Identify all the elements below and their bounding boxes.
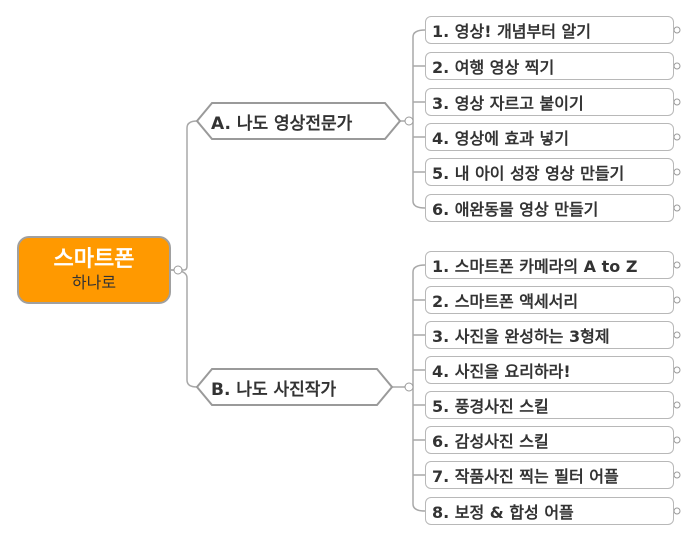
leaf-label: 7. 작품사진 찍는 필터 어플 [432, 467, 619, 486]
leaf-node[interactable]: 4. 사진을 요리하라! [425, 356, 674, 384]
leaf-label: 8. 보정 & 합성 어플 [432, 503, 574, 522]
branch-b-frame [195, 368, 394, 406]
leaf-label: 4. 영상에 효과 넣기 [432, 129, 569, 148]
branch-label: A. 나도 영상전문가 [211, 113, 353, 134]
leaf-label: 3. 사진을 완성하는 3형제 [432, 327, 610, 346]
branch-a-frame [195, 102, 402, 140]
leaf-node[interactable]: 3. 사진을 완성하는 3형제 [425, 321, 674, 349]
root-node[interactable]: 스마트폰 하나로 [17, 236, 171, 304]
leaf-label: 6. 애완동물 영상 만들기 [432, 200, 599, 219]
leaf-node[interactable]: 3. 영상 자르고 붙이기 [425, 88, 674, 116]
root-title: 스마트폰 [53, 247, 135, 272]
branch-node-a[interactable]: A. 나도 영상전문가 [197, 103, 400, 139]
branch-node-b[interactable]: B. 나도 사진작가 [197, 369, 392, 405]
leaf-label: 4. 사진을 요리하라! [432, 362, 571, 381]
leaf-node[interactable]: 8. 보정 & 합성 어플 [425, 497, 674, 525]
leaf-label: 1. 영상! 개념부터 알기 [432, 22, 591, 41]
leaf-node[interactable]: 2. 스마트폰 액세서리 [425, 286, 674, 314]
leaf-node[interactable]: 7. 작품사진 찍는 필터 어플 [425, 461, 674, 489]
branch-label: B. 나도 사진작가 [211, 379, 337, 400]
leaf-node[interactable]: 4. 영상에 효과 넣기 [425, 123, 674, 151]
leaf-label: 1. 스마트폰 카메라의 A to Z [432, 257, 638, 276]
leaf-node[interactable]: 2. 여행 영상 찍기 [425, 52, 674, 80]
leaf-node[interactable]: 5. 풍경사진 스킬 [425, 391, 674, 419]
leaf-label: 3. 영상 자르고 붙이기 [432, 94, 584, 113]
leaf-node[interactable]: 6. 감성사진 스킬 [425, 426, 674, 454]
root-subtitle: 하나로 [71, 273, 117, 292]
leaf-label: 5. 풍경사진 스킬 [432, 397, 549, 416]
leaf-label: 2. 스마트폰 액세서리 [432, 292, 579, 311]
leaf-label: 6. 감성사진 스킬 [432, 432, 549, 451]
leaf-node[interactable]: 1. 스마트폰 카메라의 A to Z [425, 251, 674, 279]
leaf-node[interactable]: 5. 내 아이 성장 영상 만들기 [425, 158, 674, 186]
leaf-label: 5. 내 아이 성장 영상 만들기 [432, 164, 625, 183]
leaf-node[interactable]: 1. 영상! 개념부터 알기 [425, 16, 674, 44]
leaf-node[interactable]: 6. 애완동물 영상 만들기 [425, 194, 674, 222]
leaf-label: 2. 여행 영상 찍기 [432, 58, 555, 77]
